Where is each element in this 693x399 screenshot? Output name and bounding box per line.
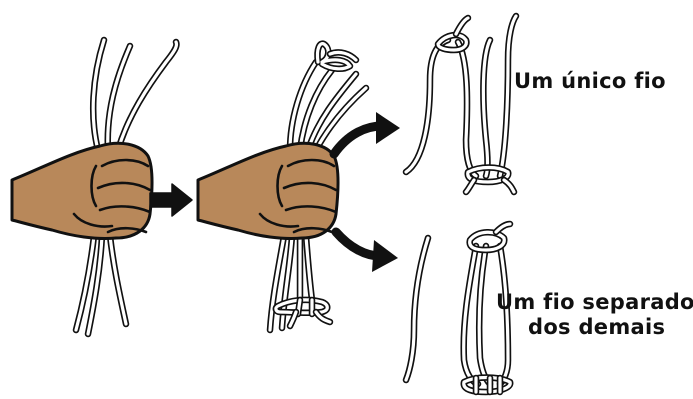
knot-icon [470, 224, 510, 250]
caption-separated-strand-line-2: dos demais [528, 315, 665, 339]
caption-single-strand: Um único fio [514, 69, 666, 93]
panel-3-single-strand [406, 16, 516, 192]
knot-icon [464, 378, 510, 393]
strings-bottom-1 [76, 236, 126, 334]
curved-arrow-down-icon [336, 232, 398, 272]
strings-top-1 [93, 40, 176, 150]
right-arrow-icon [150, 184, 192, 216]
fist-icon [198, 143, 338, 238]
panel-3-separated-strand [406, 224, 510, 392]
fist-icon [12, 143, 152, 238]
caption-separated-strand-line-1: Um fio separado [496, 290, 693, 314]
curved-arrow-up-icon [334, 112, 400, 154]
knot-icon [438, 18, 468, 50]
knot-icon [317, 44, 356, 69]
panel-1-loose-strings [12, 40, 177, 334]
panel-2-knotted-strings [198, 44, 366, 330]
